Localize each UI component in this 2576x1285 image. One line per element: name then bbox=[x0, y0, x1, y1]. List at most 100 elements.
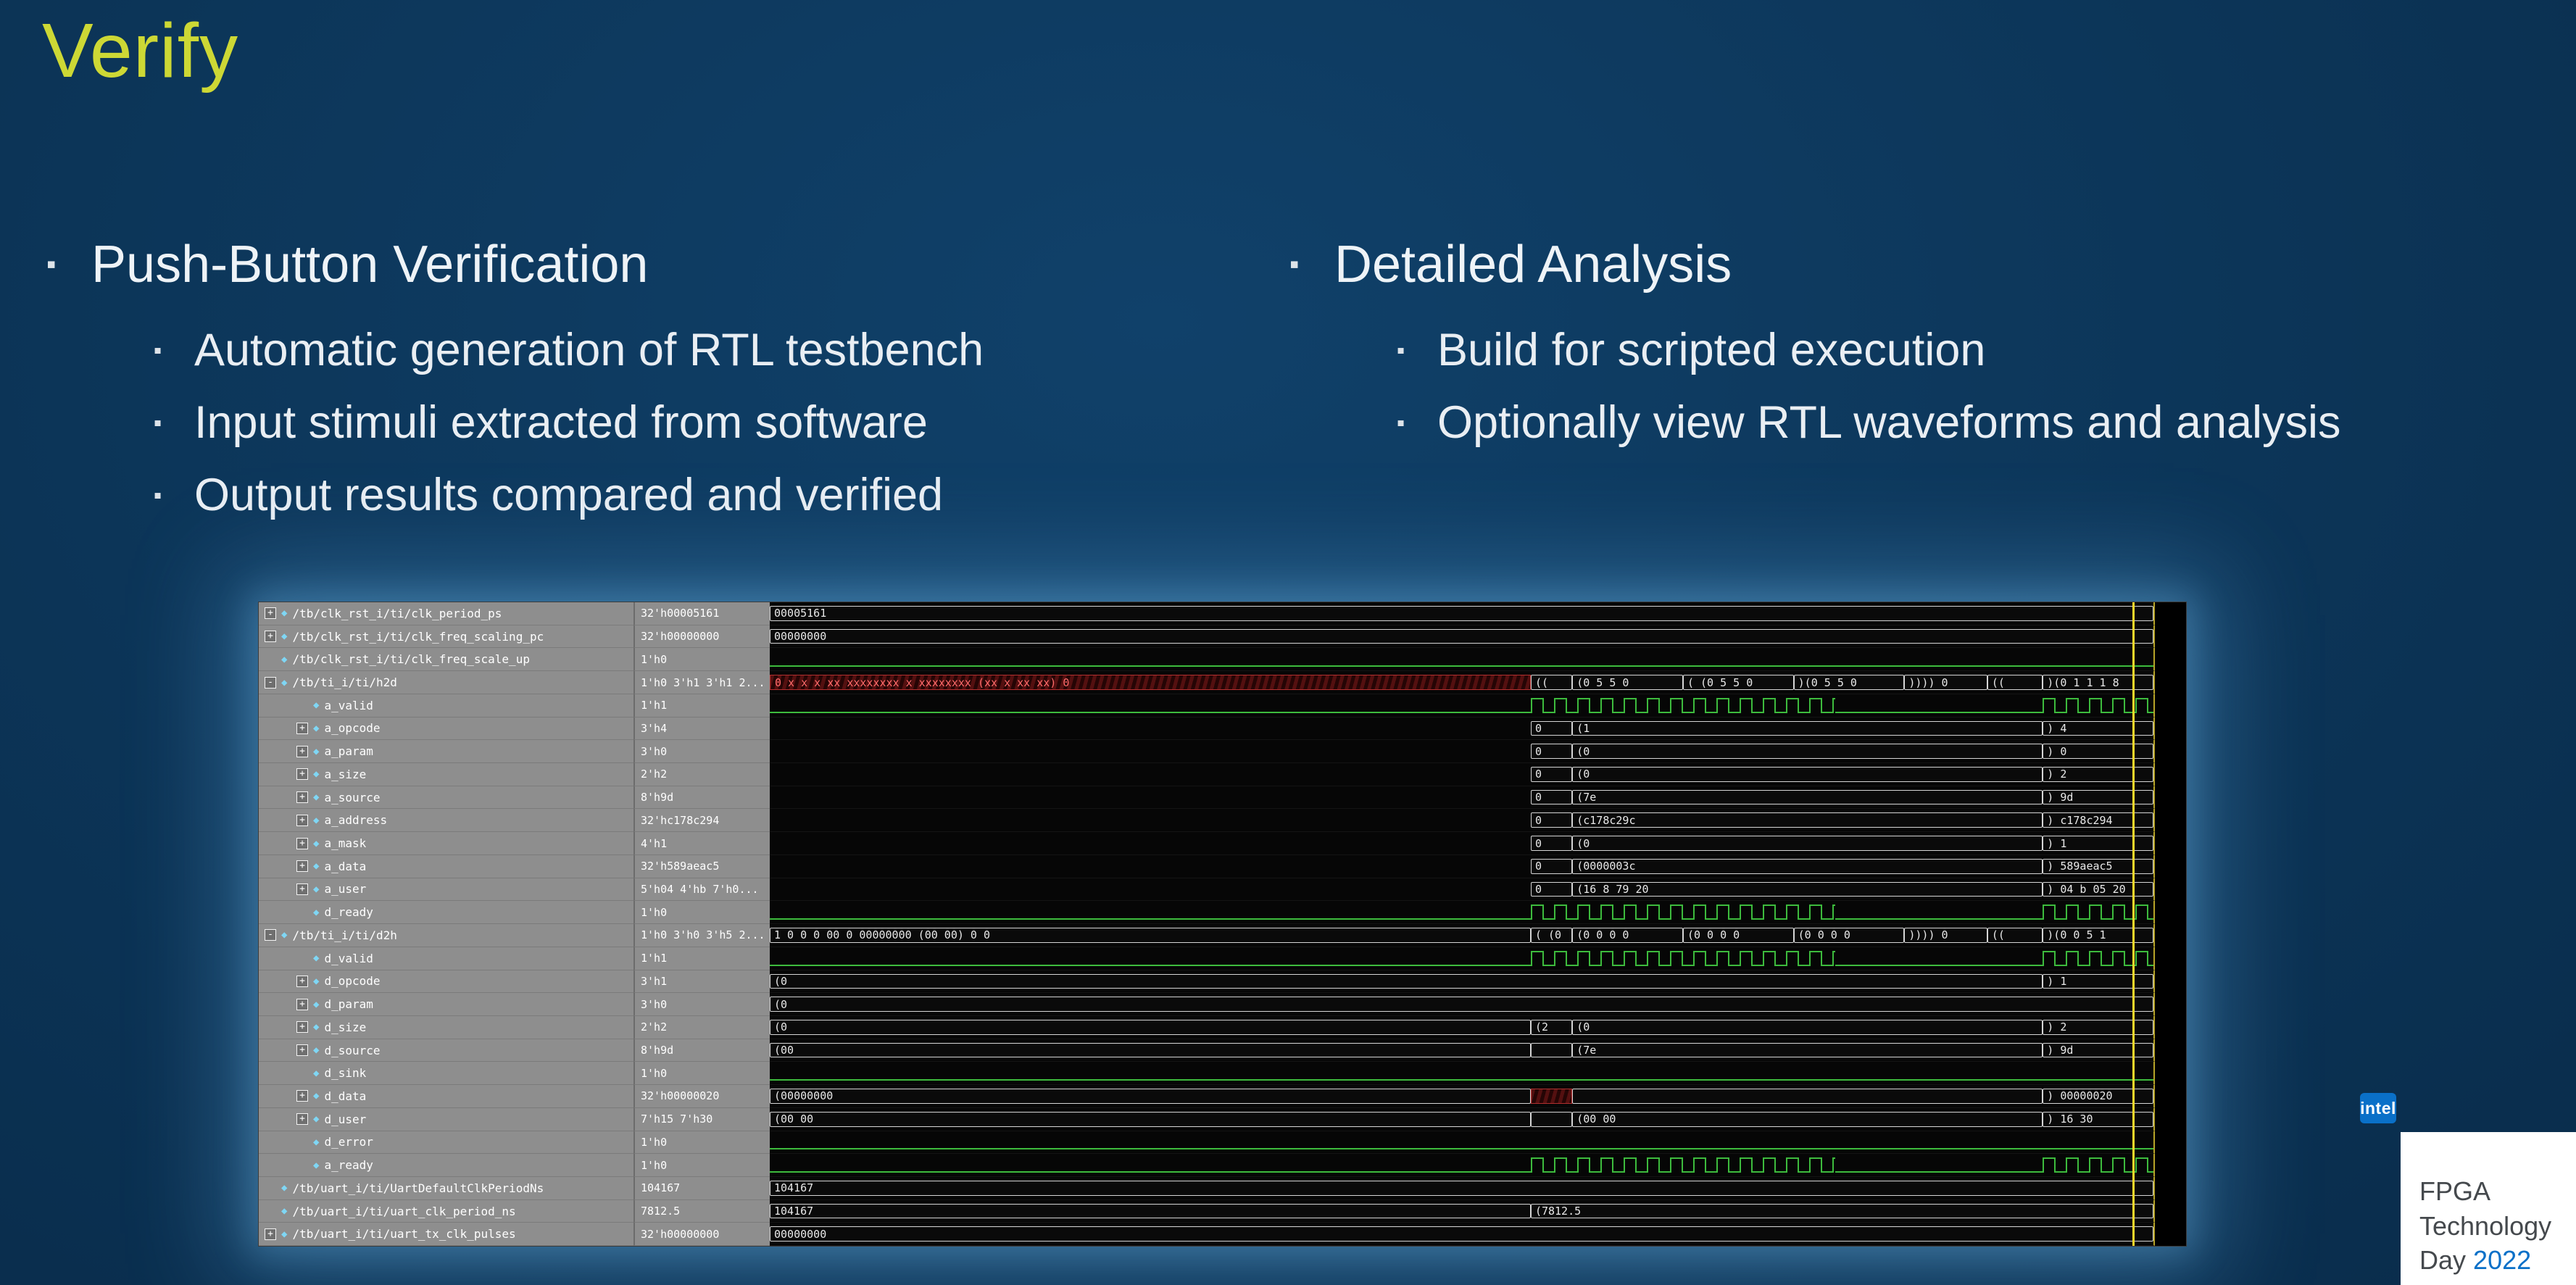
wave-signal-row[interactable]: ◆ d_sink 1'h0 bbox=[259, 1062, 2186, 1086]
wave-segment: (7812.5 bbox=[1530, 1203, 2153, 1219]
expand-toggle-icon[interactable]: + bbox=[296, 837, 308, 849]
signal-diamond-icon: ◆ bbox=[313, 722, 320, 734]
wave-signal-row[interactable]: + ◆ d_opcode 3'h1 (0) 1 bbox=[259, 970, 2186, 994]
wave-segment: (0 0 0 0 bbox=[1682, 928, 1794, 943]
wave-signal-row[interactable]: + ◆ /tb/clk_rst_i/ti/clk_freq_scaling_pc… bbox=[259, 625, 2186, 649]
wave-signal-row[interactable]: + ◆ d_data 32'h00000020 (00000000) 00000… bbox=[259, 1085, 2186, 1108]
wave-right-margin bbox=[2155, 809, 2186, 833]
wave-segment: (0000003c bbox=[1572, 858, 2043, 874]
wave-signal-row[interactable]: ◆ a_valid 1'h1 bbox=[259, 694, 2186, 718]
expand-toggle-icon[interactable]: + bbox=[296, 768, 308, 781]
wave-segment bbox=[2043, 950, 2153, 966]
wave-right-margin bbox=[2155, 694, 2186, 718]
wave-right-margin bbox=[2155, 1085, 2186, 1108]
expand-toggle-icon[interactable]: - bbox=[265, 929, 276, 941]
wave-segment: 0 bbox=[1530, 836, 1573, 851]
wave-segment: (0 5 5 0 bbox=[1572, 675, 1683, 690]
wave-signal-row[interactable]: ◆ d_valid 1'h1 bbox=[259, 947, 2186, 970]
expand-toggle-icon[interactable]: + bbox=[265, 1228, 276, 1240]
expand-toggle-icon[interactable]: + bbox=[296, 745, 308, 757]
signal-name: d_valid bbox=[324, 951, 373, 965]
wave-segment: )))) 0 bbox=[1904, 675, 1987, 690]
wave-signal-row[interactable]: + ◆ d_param 3'h0 (0 bbox=[259, 993, 2186, 1016]
signal-wave: 1 0 0 0 00 0 00000000 (00 00) 0 0( (0(0 … bbox=[770, 924, 2155, 947]
wave-signal-row[interactable]: ◆ d_ready 1'h0 bbox=[259, 901, 2186, 925]
wave-signal-row[interactable]: + ◆ a_source 8'h9d 0(7e) 9d bbox=[259, 786, 2186, 810]
expand-toggle-icon[interactable]: + bbox=[296, 1113, 308, 1126]
expand-toggle-icon[interactable]: + bbox=[296, 1090, 308, 1102]
expand-toggle-icon[interactable]: + bbox=[296, 860, 308, 873]
wave-segment: (7e bbox=[1572, 789, 2043, 805]
expand-toggle-icon[interactable]: + bbox=[296, 1044, 308, 1057]
signal-value: 1'h1 bbox=[633, 947, 770, 970]
wave-right-margin bbox=[2155, 924, 2186, 947]
wave-right-margin bbox=[2155, 1039, 2186, 1062]
signal-name-cell: ◆ /tb/uart_i/ti/UartDefaultClkPeriodNs bbox=[259, 1176, 633, 1200]
signal-value: 1'h0 bbox=[633, 648, 770, 672]
wave-segment: ) 9d bbox=[2043, 1042, 2153, 1058]
wave-signal-row[interactable]: + ◆ /tb/uart_i/ti/uart_tx_clk_pulses 32'… bbox=[259, 1223, 2186, 1247]
signal-name: a_size bbox=[324, 767, 367, 781]
wave-segment bbox=[1530, 697, 1835, 713]
wave-signal-row[interactable]: + ◆ a_param 3'h0 0(0) 0 bbox=[259, 740, 2186, 764]
expand-toggle-icon[interactable]: + bbox=[296, 883, 308, 895]
wave-segment: )(0 0 5 1 bbox=[2043, 928, 2153, 943]
signal-name-cell: ◆ d_ready bbox=[259, 901, 633, 925]
expand-toggle-icon[interactable]: + bbox=[296, 722, 308, 734]
wave-signal-row[interactable]: ◆ a_ready 1'h0 bbox=[259, 1154, 2186, 1177]
wave-signal-row[interactable]: + ◆ d_source 8'h9d (00(7e) 9d bbox=[259, 1039, 2186, 1062]
wave-segment: (00 00 bbox=[770, 1111, 1531, 1127]
wave-signal-row[interactable]: + ◆ d_size 2'h2 (0(2(0) 2 bbox=[259, 1015, 2186, 1039]
expand-toggle-icon[interactable]: + bbox=[296, 791, 308, 804]
wave-signal-row[interactable]: ◆ /tb/uart_i/ti/UartDefaultClkPeriodNs 1… bbox=[259, 1176, 2186, 1200]
signal-value: 5'h04 4'hb 7'h0... bbox=[633, 878, 770, 902]
list-item-text: Input stimuli extracted from software bbox=[194, 397, 928, 448]
signal-diamond-icon: ◆ bbox=[281, 607, 288, 620]
wave-signal-row[interactable]: + ◆ a_address 32'hc178c294 0(c178c29c) c… bbox=[259, 809, 2186, 833]
wave-signal-row[interactable]: ◆ /tb/clk_rst_i/ti/clk_freq_scale_up 1'h… bbox=[259, 648, 2186, 672]
expand-toggle-icon[interactable]: + bbox=[265, 607, 276, 620]
wave-signal-row[interactable]: + ◆ /tb/clk_rst_i/ti/clk_period_ps 32'h0… bbox=[259, 602, 2186, 625]
signal-name-cell: + ◆ a_opcode bbox=[259, 717, 633, 741]
expand-toggle-icon[interactable]: + bbox=[265, 631, 276, 643]
time-cursor[interactable] bbox=[2132, 602, 2135, 1246]
wave-signal-row[interactable]: - ◆ /tb/ti_i/ti/h2d 1'h0 3'h1 3'h1 2... … bbox=[259, 671, 2186, 694]
wave-segment: (0 bbox=[1572, 836, 2043, 851]
expand-toggle-icon[interactable]: + bbox=[296, 975, 308, 987]
wave-signal-row[interactable]: + ◆ a_opcode 3'h4 0(1) 4 bbox=[259, 717, 2186, 741]
wave-signal-row[interactable]: + ◆ a_user 5'h04 4'hb 7'h0... 0(16 8 79 … bbox=[259, 878, 2186, 902]
signal-name-cell: ◆ /tb/uart_i/ti/uart_clk_period_ns bbox=[259, 1199, 633, 1223]
wave-segment: 00000000 bbox=[770, 1226, 2153, 1242]
expand-toggle-icon[interactable]: + bbox=[296, 1021, 308, 1034]
wave-signal-row[interactable]: + ◆ a_data 32'h589aeac5 0(0000003c) 589a… bbox=[259, 854, 2186, 878]
expand-toggle-icon[interactable]: - bbox=[265, 676, 276, 689]
wave-segment: (( bbox=[1987, 675, 2043, 690]
expand-toggle-icon[interactable]: + bbox=[296, 814, 308, 826]
wave-segment: (0 0 0 0 bbox=[1793, 928, 1905, 943]
wave-segment: (0 bbox=[1572, 767, 2043, 782]
wave-signal-row[interactable]: + ◆ d_user 7'h15 7'h30 (00 00(00 00) 16 … bbox=[259, 1107, 2186, 1131]
wave-signal-row[interactable]: ◆ d_error 1'h0 bbox=[259, 1131, 2186, 1155]
signal-name: a_user bbox=[324, 882, 367, 897]
wave-signal-row[interactable]: + ◆ a_size 2'h2 0(0) 2 bbox=[259, 763, 2186, 786]
signal-name-cell: + ◆ d_size bbox=[259, 1015, 633, 1039]
signal-value: 8'h9d bbox=[633, 1039, 770, 1062]
wave-right-margin bbox=[2155, 671, 2186, 694]
signal-diamond-icon: ◆ bbox=[281, 1228, 288, 1240]
signal-diamond-icon: ◆ bbox=[313, 998, 320, 1010]
square-bullet-icon: ▪ bbox=[46, 249, 57, 280]
square-bullet-icon: ▪ bbox=[154, 409, 162, 436]
signal-wave: 00000000 bbox=[770, 625, 2155, 649]
signal-wave: 0(1) 4 bbox=[770, 717, 2155, 741]
wave-signal-row[interactable]: + ◆ a_mask 4'h1 0(0) 1 bbox=[259, 832, 2186, 855]
wave-segment: (00 00 bbox=[1572, 1111, 2043, 1127]
signal-wave: (00(7e) 9d bbox=[770, 1039, 2155, 1062]
bullet-columns: ▪ Push-Button Verification ▪ Automatic g… bbox=[46, 233, 2533, 539]
signal-wave: 0(0) 1 bbox=[770, 832, 2155, 855]
wave-signal-row[interactable]: - ◆ /tb/ti_i/ti/d2h 1'h0 3'h0 3'h5 2... … bbox=[259, 924, 2186, 947]
signal-wave bbox=[770, 947, 2155, 970]
signal-name: d_ready bbox=[324, 905, 373, 920]
expand-toggle-icon[interactable]: + bbox=[296, 998, 308, 1010]
signal-name: /tb/clk_rst_i/ti/clk_period_ps bbox=[292, 606, 502, 620]
wave-signal-row[interactable]: ◆ /tb/uart_i/ti/uart_clk_period_ns 7812.… bbox=[259, 1199, 2186, 1223]
